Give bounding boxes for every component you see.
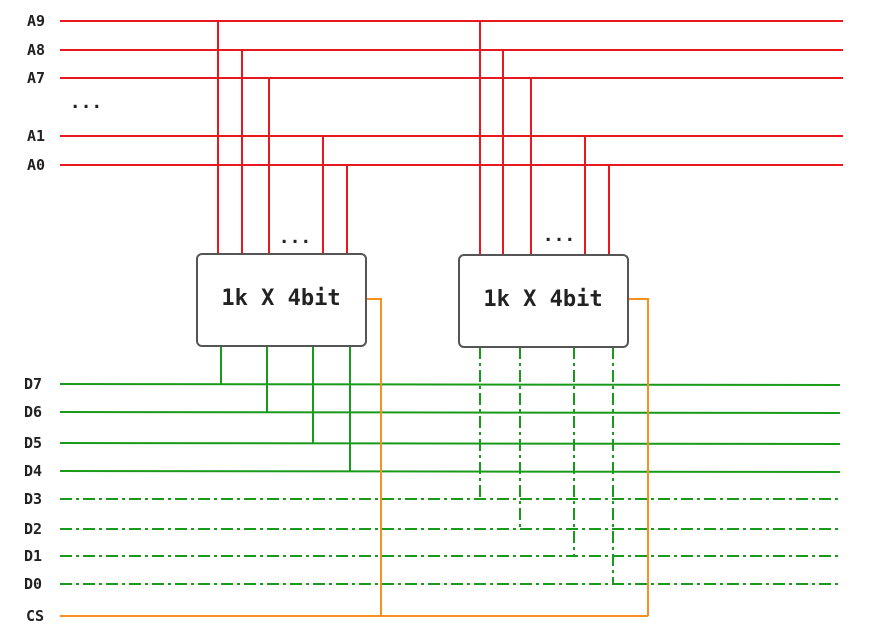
label-d5: D5 (24, 434, 42, 452)
chip-2: 1k X 4bit (458, 254, 629, 348)
label-a1: A1 (27, 127, 45, 145)
label-a0: A0 (27, 156, 45, 174)
data-bus-upper (59, 346, 841, 473)
chip-1-label: 1k X 4bit (221, 286, 340, 311)
data-bus-lower (60, 347, 840, 585)
label-d7: D7 (24, 375, 42, 393)
label-a8: A8 (27, 41, 45, 59)
label-d6: D6 (24, 403, 42, 421)
chip-select-net (60, 298, 649, 617)
data-line-d6 (59, 411, 841, 414)
address-bus (60, 20, 843, 256)
address-gap-ellipsis: ... (70, 92, 103, 113)
chip-1: 1k X 4bit (196, 253, 367, 347)
chip-1-body (196, 253, 367, 347)
data-line-d7 (59, 383, 841, 386)
chip-1-pin-ellipsis: ... (279, 227, 312, 248)
chip-2-pin-ellipsis: ... (543, 225, 576, 246)
chip1-cs-wire (366, 298, 382, 616)
label-d4: D4 (24, 462, 42, 480)
data-line-d4 (59, 470, 841, 473)
chip-2-label: 1k X 4bit (483, 287, 602, 312)
chip-2-body (458, 254, 629, 348)
label-d3: D3 (24, 490, 42, 508)
label-d1: D1 (24, 547, 42, 565)
label-cs: CS (26, 607, 44, 625)
label-a9: A9 (27, 12, 45, 30)
label-d2: D2 (24, 520, 42, 538)
data-line-d5 (59, 442, 841, 445)
label-d0: D0 (24, 575, 42, 593)
chip2-cs-wire (628, 298, 649, 616)
label-a7: A7 (27, 69, 45, 87)
